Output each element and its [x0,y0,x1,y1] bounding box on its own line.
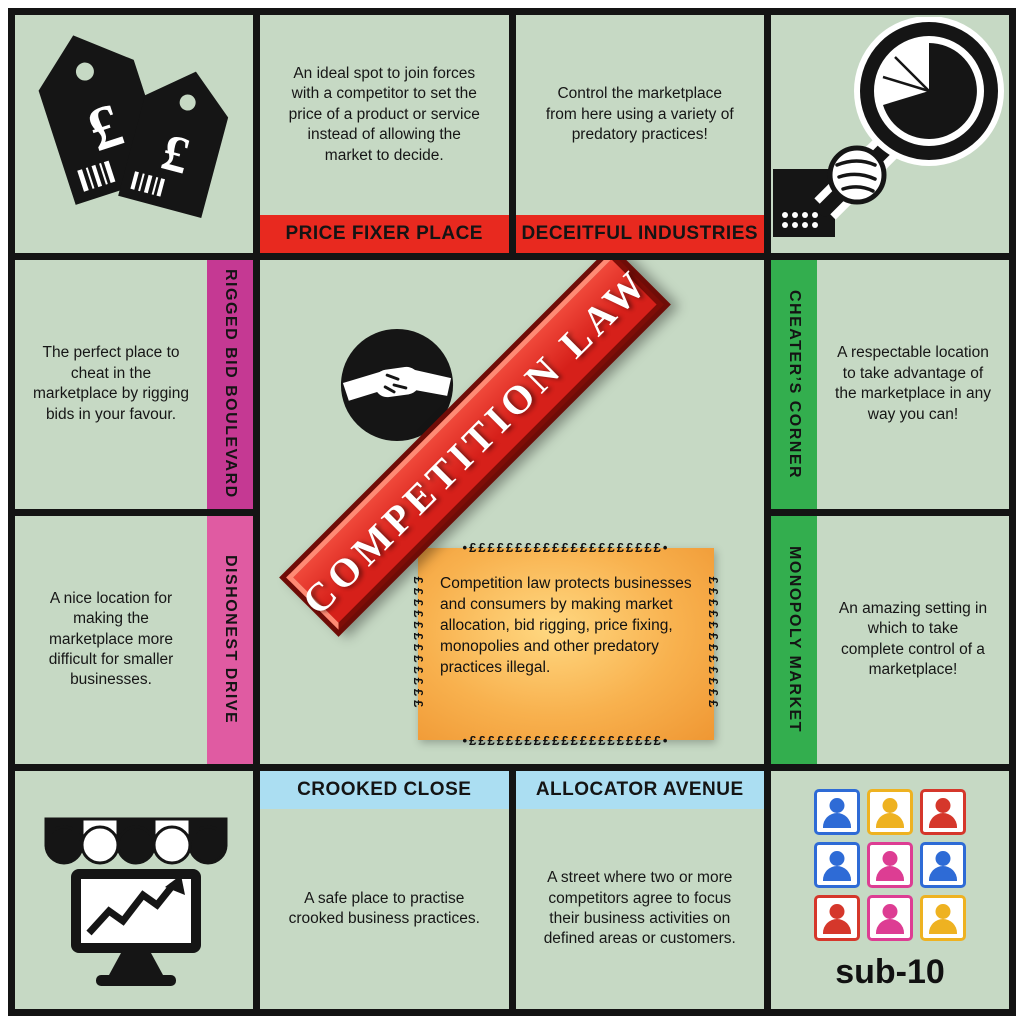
pound-border-left: ££££££££££££ [411,576,426,712]
person-icon [867,894,913,941]
law-info-text: Competition law protects businesses and … [440,575,692,676]
space-description: An amazing setting in which to take comp… [838,599,988,679]
space-name-banner: PRICE FIXER PLACE [260,215,509,253]
person-icon [814,788,860,835]
space-allocator-avenue: ALLOCATOR AVENUE A street where two or m… [515,771,764,1009]
pound-border-top: •£££££££££££££££££££££• [462,540,670,555]
space-deceitful-industries: Control the marketplace from here using … [515,15,764,253]
person-icon [920,894,966,941]
space-name-banner: ALLOCATOR AVENUE [515,771,764,809]
space-dishonest-drive: A nice location for making the marketpla… [15,515,253,764]
corner-sub-10: sub-10 [771,771,1009,1009]
space-description: A safe place to practise crooked busines… [288,889,480,927]
market-stall-chart-icon [44,817,228,986]
space-name-banner: MONOPOLY MARKET [771,515,817,764]
space-description: Control the marketplace from here using … [545,85,734,144]
space-crooked-close: CROOKED CLOSE A safe place to practise c… [260,771,509,1009]
space-cheaters-corner: CHEATER’S CORNER A respectable location … [771,260,1009,509]
person-icon [920,841,966,888]
price-tags-icon: £ £ [38,35,229,218]
handshake-icon [338,326,456,444]
pound-border-bottom: •£££££££££££££££££££££• [462,733,670,748]
space-description: The perfect place to cheat in the market… [33,344,189,423]
sub-10-label: sub-10 [835,952,945,991]
space-description: A nice location for making the marketpla… [48,589,174,689]
magnifier-pie-chart-icon [773,17,1004,237]
space-name-banner: DISHONEST DRIVE [207,515,253,764]
pound-border-right: ££££££££££££ [706,576,721,712]
corner-magnifier [771,15,1009,253]
person-icon [814,894,860,941]
space-name-banner: DECEITFUL INDUSTRIES [515,215,764,253]
person-icon [867,841,913,888]
person-icon [920,788,966,835]
board-grid: £ £ [8,8,1016,1016]
people-grid-icon [814,788,966,941]
corner-price-tags: £ £ [15,15,253,253]
space-rigged-bid-boulevard: The perfect place to cheat in the market… [15,260,253,509]
space-description: An ideal spot to join forces with a comp… [288,64,480,164]
space-description: A street where two or more competitors a… [543,869,736,948]
person-icon [867,788,913,835]
center-board-area: COMPETITION LAW •£££££££££££££££££££££• … [260,260,764,764]
law-info-box: •£££££££££££££££££££££• •£££££££££££££££… [411,541,721,747]
space-name-banner: CROOKED CLOSE [260,771,509,809]
space-name-banner: CHEATER’S CORNER [771,260,817,509]
person-icon [814,841,860,888]
corner-market-stall [15,771,253,1009]
space-price-fixer-place: An ideal spot to join forces with a comp… [260,15,509,253]
space-description: A respectable location to take advantage… [835,344,991,423]
space-name-banner: RIGGED BID BOULEVARD [207,260,253,509]
space-monopoly-market: MONOPOLY MARKET An amazing setting in wh… [771,515,1009,764]
